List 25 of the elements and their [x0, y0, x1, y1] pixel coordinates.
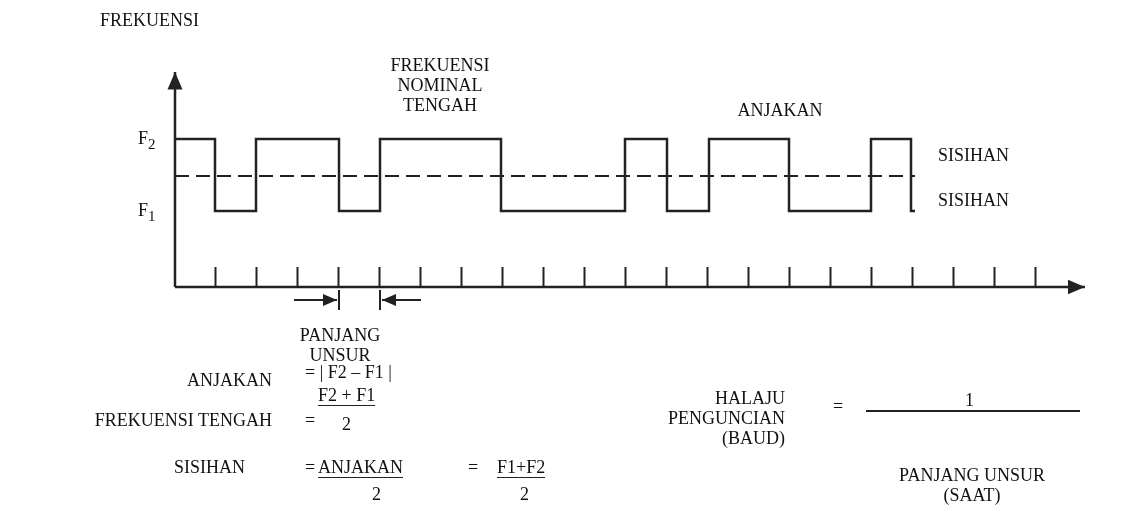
formula-text: =	[305, 410, 316, 430]
formula-text: =	[305, 457, 316, 477]
dimension-label: PANJANG UNSUR	[298, 325, 382, 365]
formula-term: FREKUENSI TENGAH	[94, 410, 272, 430]
axis-label: FREKUENSI	[100, 10, 199, 30]
formula-text: = | F2 – F1 |	[305, 362, 392, 382]
formula-term: ANJAKAN	[187, 370, 272, 390]
level-label: F$_{1}$	[138, 200, 156, 226]
denominator: 2	[520, 484, 529, 504]
numerator: 1	[965, 390, 974, 410]
formula-term: HALAJU PENGUNCIAN (BAUD)	[667, 388, 785, 448]
numerator: F1+F2	[497, 457, 546, 478]
numerator: ANJAKAN	[318, 457, 403, 478]
denominator: 2	[342, 414, 351, 434]
formula-term: SISIHAN	[174, 457, 245, 477]
curve-label: FREKUENSI NOMINAL TENGAH	[389, 55, 491, 115]
denominator: PANJANG UNSUR (SAAT)	[898, 465, 1046, 505]
level-label: F$_{2}$	[138, 128, 156, 154]
curve-label: SISIHAN	[938, 190, 1009, 210]
curve-label: SISIHAN	[938, 145, 1009, 165]
formula-text: =	[468, 457, 479, 477]
denominator: 2	[372, 484, 381, 504]
formula-text: =	[833, 396, 844, 416]
numerator: F2 + F1	[318, 385, 376, 406]
curve-label: ANJAKAN	[737, 100, 823, 120]
